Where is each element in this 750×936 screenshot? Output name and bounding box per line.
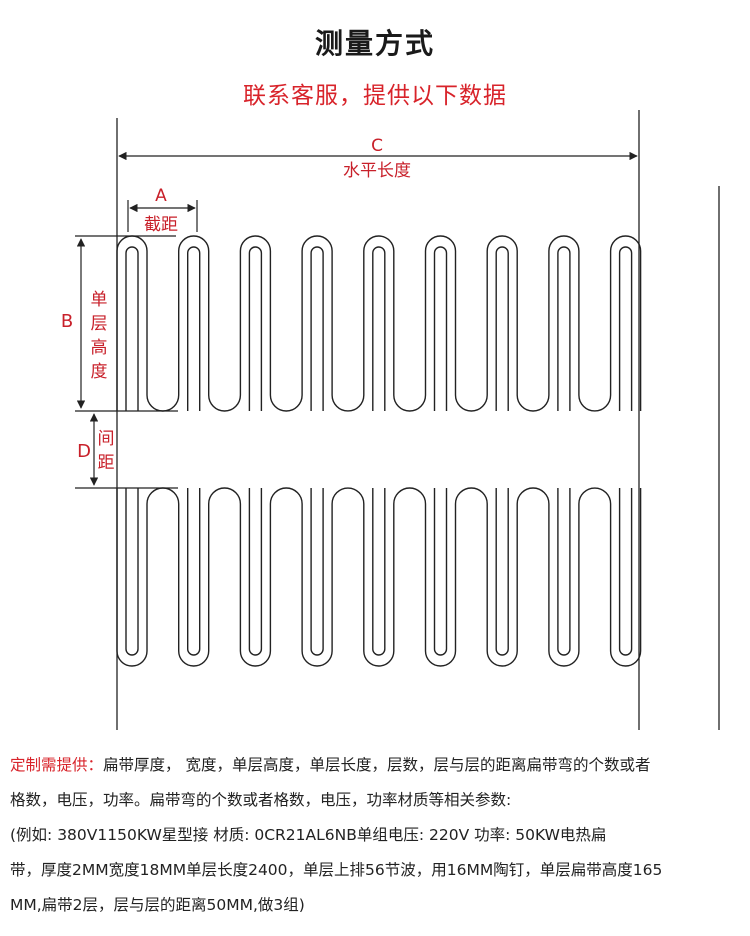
label-c-desc: 水平长度 [343, 161, 411, 181]
custom-requirements-notes: 定制需提供：扁带厚度， 宽度，单层高度，单层长度，层数，层与层的距离扁带弯的个数… [10, 748, 745, 923]
label-b: B [61, 311, 73, 332]
strip-outer-top [116, 235, 642, 412]
page-subtitle: 联系客服，提供以下数据 [243, 83, 507, 109]
notes-line-5: MM,扁带2层，层与层的距离50MM,做3组) [10, 896, 305, 914]
notes-line-1: 定制需提供：扁带厚度， 宽度，单层高度，单层长度，层数，层与层的距离扁带弯的个数… [10, 748, 745, 783]
notes-line-3: (例如: 380V1150KW星型接 材质: 0CR21AL6NB单组电压: 2… [10, 826, 607, 844]
notes-line-4: 带，厚度2MM宽度18MM单层长度2400，单层上排56节波，用16MM陶钉，单… [10, 861, 663, 879]
label-a-desc: 截距 [144, 215, 178, 235]
notes-prefix: 定制需提供： [10, 756, 104, 774]
label-b-desc-2: 层 [91, 314, 108, 334]
strip-layer-top [116, 235, 642, 412]
label-a: A [155, 186, 167, 206]
notes-line-1-text: 扁带厚度， 宽度，单层高度，单层长度，层数，层与层的距离扁带弯的个数或者 [103, 756, 651, 774]
label-b-desc-3: 高 [91, 338, 108, 358]
label-d-desc-2: 距 [98, 453, 115, 473]
strip-outer-bottom [116, 487, 642, 667]
strip-inner-top [125, 246, 633, 411]
label-d-desc-1: 间 [98, 429, 115, 449]
label-b-desc-1: 单 [91, 290, 108, 310]
notes-line-2: 格数，电压，功率。扁带弯的个数或者格数，电压，功率材质等相关参数: [10, 791, 512, 809]
page-title: 测量方式 [314, 27, 435, 60]
heating-strip-diagram: C 水平长度 A 截距 B 单 层 高 度 D 间 距 [61, 110, 720, 730]
label-c: C [371, 136, 383, 156]
label-b-desc-4: 度 [91, 362, 108, 382]
strip-inner-bottom [125, 488, 633, 656]
label-d: D [77, 441, 91, 462]
strip-layer-bottom [116, 487, 642, 667]
